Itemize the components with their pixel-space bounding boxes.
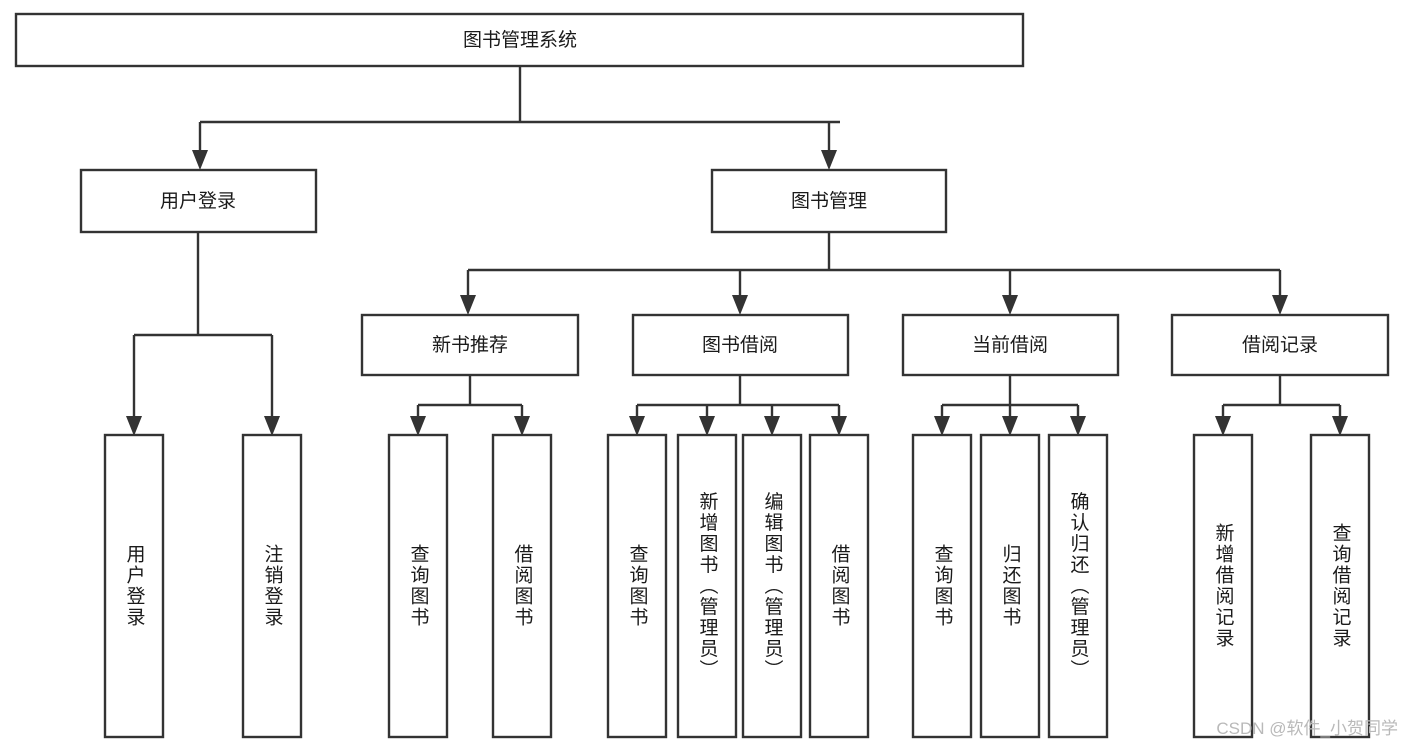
node-book-management[interactable]: 图书管理 <box>710 168 948 234</box>
connector-book-borrow-to-leaves <box>629 375 847 436</box>
connector-root-to-level1 <box>192 66 840 170</box>
leaf-user-login-label: 用户登录 <box>124 544 146 628</box>
connector-current-borrow-to-leaves <box>934 375 1086 436</box>
leaf-query-book-3[interactable]: 查询图书 <box>911 433 973 739</box>
leaf-borrow-book-1[interactable]: 借阅图书 <box>491 433 553 739</box>
node-borrow-record-label: 借阅记录 <box>1242 334 1318 356</box>
leaf-logout-login-label: 注销登录 <box>262 544 284 628</box>
connector-new-book-recommend-to-leaves <box>410 375 530 436</box>
node-current-borrow-label: 当前借阅 <box>972 334 1048 356</box>
node-user-login-label: 用户登录 <box>160 190 236 212</box>
node-user-login[interactable]: 用户登录 <box>79 168 318 234</box>
leaf-query-book-1[interactable]: 查询图书 <box>387 433 449 739</box>
node-book-management-label: 图书管理 <box>791 190 867 212</box>
leaf-query-book-2[interactable]: 查询图书 <box>606 433 668 739</box>
leaf-borrow-book-2[interactable]: 借阅图书 <box>808 433 870 739</box>
node-new-book-recommend[interactable]: 新书推荐 <box>360 313 580 377</box>
leaf-return-book-label: 归还图书 <box>1000 544 1022 628</box>
leaf-edit-book-label: 编辑图书（管理员） <box>762 491 784 680</box>
leaf-edit-book[interactable]: 编辑图书（管理员） <box>741 433 803 739</box>
node-root[interactable]: 图书管理系统 <box>14 12 1025 68</box>
node-book-borrow[interactable]: 图书借阅 <box>631 313 850 377</box>
leaf-return-book[interactable]: 归还图书 <box>979 433 1041 739</box>
node-book-borrow-label: 图书借阅 <box>702 334 778 356</box>
leaf-query-book-3-label: 查询图书 <box>932 544 954 628</box>
leaf-confirm-return-label: 确认归还（管理员） <box>1068 491 1090 680</box>
node-root-label: 图书管理系统 <box>463 29 577 51</box>
leaf-add-book-label: 新增图书（管理员） <box>697 491 719 680</box>
watermark-label: CSDN @软件_小贺同学 <box>1216 719 1398 738</box>
leaf-confirm-return[interactable]: 确认归还（管理员） <box>1047 433 1109 739</box>
connector-user-login-to-leaves <box>126 232 280 436</box>
node-borrow-record[interactable]: 借阅记录 <box>1170 313 1390 377</box>
leaf-query-record-label: 查询借阅记录 <box>1330 523 1352 649</box>
leaf-query-book-1-label: 查询图书 <box>408 544 430 628</box>
node-current-borrow[interactable]: 当前借阅 <box>901 313 1120 377</box>
leaf-add-book[interactable]: 新增图书（管理员） <box>676 433 738 739</box>
leaf-user-login[interactable]: 用户登录 <box>103 433 165 739</box>
leaf-borrow-book-2-label: 借阅图书 <box>829 544 851 628</box>
leaf-borrow-book-1-label: 借阅图书 <box>512 544 534 628</box>
connector-borrow-record-to-leaves <box>1215 375 1348 436</box>
leaf-query-book-2-label: 查询图书 <box>627 544 649 628</box>
leaf-add-record[interactable]: 新增借阅记录 <box>1192 433 1254 739</box>
leaf-logout-login[interactable]: 注销登录 <box>241 433 303 739</box>
node-new-book-recommend-label: 新书推荐 <box>432 334 508 356</box>
leaf-query-record[interactable]: 查询借阅记录 <box>1309 433 1371 739</box>
leaf-add-record-label: 新增借阅记录 <box>1213 523 1235 649</box>
connector-book-management-to-level2 <box>460 232 1288 315</box>
